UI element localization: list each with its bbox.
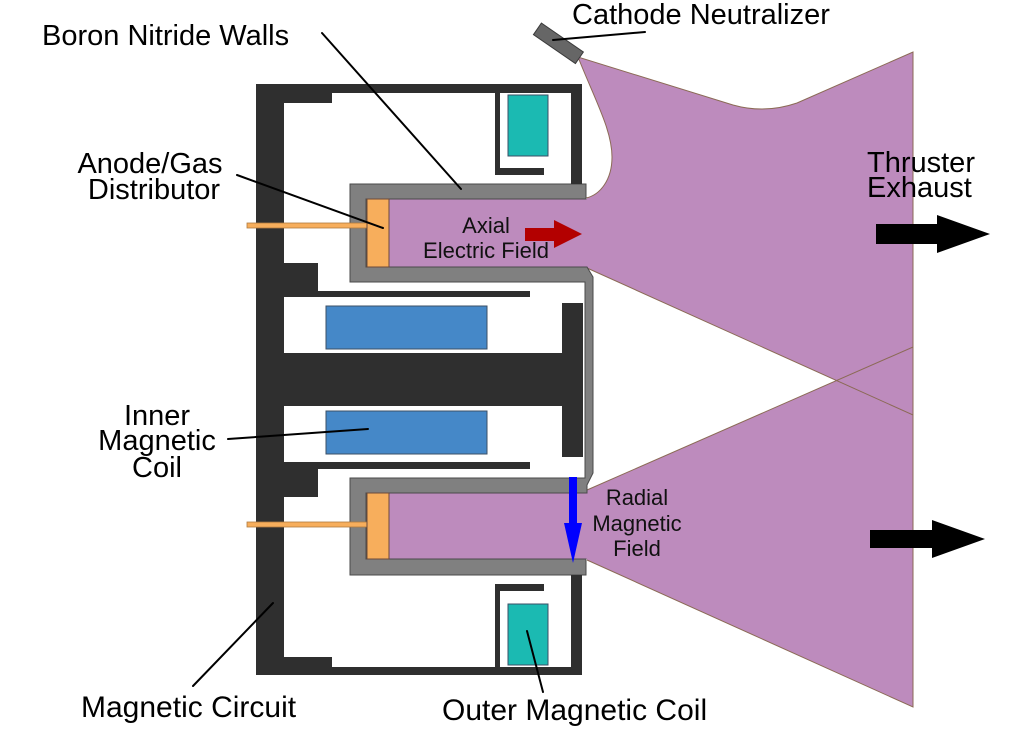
anode-gas-distributor bbox=[246, 198, 390, 560]
upper-gas-feed-rod bbox=[246, 222, 368, 229]
magnetic-circuit-bottom-bar bbox=[256, 667, 582, 675]
upper-bracket-horizontal bbox=[495, 168, 544, 175]
label-radial-field-line-3: Field bbox=[613, 536, 661, 561]
lower-bracket-vertical bbox=[495, 584, 500, 668]
cathode-neutralizer bbox=[532, 22, 585, 65]
upper-plume-edge bbox=[577, 51, 914, 416]
upper-mid-bar bbox=[318, 291, 530, 297]
lower-plume bbox=[587, 347, 913, 707]
label-anode-gas-line-1: Anode/Gas bbox=[77, 148, 222, 180]
axial-electric-field-arrow-icon bbox=[525, 220, 582, 248]
label-inner-coil-line-3: Coil bbox=[132, 452, 182, 484]
exhaust-arrow-upper-icon bbox=[876, 215, 990, 253]
leader-anode-gas-distributor bbox=[236, 174, 384, 229]
magnetic-circuit-bottom-right-wall bbox=[571, 575, 582, 675]
label-cathode-neutralizer: Cathode Neutralizer bbox=[572, 0, 830, 31]
lower-gas-feed-rod bbox=[246, 521, 368, 528]
label-thruster-exhaust-line-1: Thruster bbox=[867, 147, 975, 179]
label-axial-field-line-2: Electric Field bbox=[423, 238, 549, 263]
label-boron-nitride-walls: Boron Nitride Walls bbox=[42, 20, 289, 52]
upper-bracket-vertical bbox=[495, 90, 500, 175]
label-inner-coil-line-1: Inner bbox=[124, 400, 190, 432]
label-inner-coil-line-2: Magnetic bbox=[98, 425, 216, 457]
label-radial-field-line-1: Radial bbox=[606, 485, 668, 510]
magnetic-circuit-bottom-block bbox=[284, 657, 332, 667]
radial-magnetic-field-arrow-icon bbox=[564, 477, 582, 563]
leader-outer-magnetic-coil bbox=[526, 630, 544, 693]
lower-mid-bar bbox=[284, 462, 530, 469]
lower-plume-edge bbox=[586, 346, 914, 708]
leader-cathode-neutralizer bbox=[552, 31, 646, 41]
label-thruster-exhaust-line-2: Exhaust bbox=[867, 172, 972, 204]
inner-magnetic-coil-lower bbox=[325, 410, 488, 455]
label-magnetic-circuit: Magnetic Circuit bbox=[81, 691, 297, 724]
central-pole-cap bbox=[562, 303, 583, 457]
upper-step bbox=[284, 263, 318, 297]
plasma-plume bbox=[577, 51, 914, 708]
upper-plume bbox=[578, 52, 913, 415]
outer-magnetic-coil-upper bbox=[507, 94, 549, 157]
exhaust-arrow-lower-icon bbox=[870, 520, 985, 558]
leader-boron-nitride-walls bbox=[321, 32, 462, 190]
leader-magnetic-circuit bbox=[192, 602, 274, 687]
magnetic-circuit bbox=[256, 84, 583, 675]
magnetic-circuit-top-right-wall bbox=[571, 84, 582, 184]
magnetic-circuit-top-block bbox=[284, 93, 332, 103]
upper-anode bbox=[366, 198, 390, 268]
boron-nitride-walls bbox=[349, 183, 594, 576]
central-pole-bar bbox=[256, 353, 562, 406]
lower-channel-plasma bbox=[366, 493, 590, 559]
lower-bracket-horizontal bbox=[495, 584, 544, 591]
leader-lines bbox=[192, 31, 646, 693]
magnetic-circuit-top-bar bbox=[256, 84, 582, 93]
lower-anode bbox=[366, 492, 390, 560]
lower-step bbox=[284, 462, 318, 497]
label-axial-field-line-1: Axial bbox=[462, 213, 510, 238]
leader-inner-magnetic-coil bbox=[227, 428, 369, 440]
label-radial-field-line-2: Magnetic bbox=[592, 511, 681, 536]
label-anode-gas-line-2: Distributor bbox=[88, 174, 220, 206]
label-outer-magnetic-coil: Outer Magnetic Coil bbox=[442, 694, 707, 727]
inner-magnetic-coil-upper bbox=[325, 305, 488, 350]
